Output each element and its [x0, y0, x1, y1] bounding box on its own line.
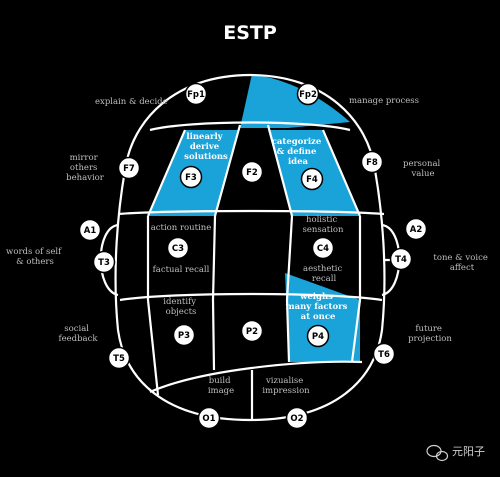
electrode-t6: T6 — [372, 342, 396, 366]
electrode-p4: P4 — [306, 324, 330, 348]
watermark-text: 元阳子 — [452, 445, 485, 458]
electrode-circle — [184, 82, 208, 106]
label-explain-decide: explain & decide — [95, 97, 168, 107]
electrode-label: T3 — [98, 258, 110, 268]
label-factual-recall: factual recall — [153, 265, 210, 275]
label-personal-value: personal value — [403, 159, 443, 179]
electrode-o2: O2 — [285, 406, 309, 430]
electrode-f7: F7 — [117, 156, 141, 180]
electrode-circle — [197, 406, 221, 430]
electrode-pz: P2 — [240, 319, 264, 343]
region-labels: linearly derive solutions categorize & d… — [151, 132, 351, 396]
side-labels: explain & decide manage process mirror o… — [6, 96, 490, 344]
electrode-circle — [296, 82, 320, 106]
label-aesthetic-recall: aesthetic recall — [303, 264, 345, 284]
label-manage-process: manage process — [349, 96, 419, 106]
electrode-label: A1 — [84, 226, 97, 236]
label-f3-region: linearly derive solutions — [184, 132, 228, 162]
electrode-circle — [107, 346, 131, 370]
electrode-label: Fp2 — [299, 90, 317, 100]
diagram-title: ESTP — [223, 22, 277, 44]
electrode-label: C4 — [317, 244, 329, 254]
region-fp2-highlight — [240, 74, 350, 128]
electrode-circle — [240, 160, 264, 184]
label-future-projection: future projection — [408, 324, 452, 344]
label-build-image: build image — [208, 376, 234, 396]
electrode-label: O2 — [290, 414, 303, 424]
label-words-self-others: words of self & others — [6, 247, 64, 267]
electrode-circle — [306, 324, 330, 348]
electrode-label: O1 — [202, 414, 215, 424]
label-p4-region: weighs many factors at once — [286, 292, 351, 322]
electrode-circle — [360, 150, 384, 174]
label-holistic-sensation: holistic sensation — [302, 215, 344, 235]
electrode-t3: T3 — [92, 250, 116, 274]
electrode-t4: T4 — [389, 247, 413, 271]
electrode-a2: A2 — [404, 217, 428, 241]
electrode-label: T6 — [378, 350, 390, 360]
wechat-icon — [426, 444, 449, 462]
electrode-label: T4 — [395, 255, 407, 265]
electrode-label: F8 — [366, 158, 378, 168]
electrode-label: Fp1 — [187, 90, 205, 100]
electrode-label: F4 — [306, 175, 318, 185]
electrode-fz: F2 — [240, 160, 264, 184]
electrode-c3: C3 — [166, 236, 190, 260]
electrode-label: F2 — [246, 168, 258, 178]
electrode-label: P2 — [246, 327, 258, 337]
label-social-feedback: social feedback — [58, 324, 98, 344]
label-mirror-others: mirror others behavior — [66, 153, 105, 183]
electrode-f4: F4 — [300, 167, 324, 191]
electrode-fp1: Fp1 — [184, 82, 208, 106]
electrode-circle — [285, 406, 309, 430]
electrode-f3: F3 — [179, 165, 203, 189]
electrode-t5: T5 — [107, 346, 131, 370]
electrode-label: T5 — [113, 354, 125, 364]
electrode-fp2: Fp2 — [296, 82, 320, 106]
electrode-label: C3 — [172, 244, 184, 254]
electrode-circle — [372, 342, 396, 366]
electrode-circle — [300, 167, 324, 191]
electrode-f8: F8 — [360, 150, 384, 174]
electrode-circle — [404, 217, 428, 241]
electrode-label: P3 — [178, 331, 190, 341]
electrode-circle — [92, 250, 116, 274]
label-action-routine: action routine — [151, 223, 212, 233]
electrode-circle — [78, 218, 102, 242]
electrode-label: F3 — [185, 173, 197, 183]
electrode-o1: O1 — [197, 406, 221, 430]
electrode-circle — [240, 319, 264, 343]
electrode-circle — [117, 156, 141, 180]
label-tone-voice: tone & voice affect — [433, 253, 490, 273]
head-outline — [96, 73, 404, 422]
electrode-circle — [311, 236, 335, 260]
label-vizualise-impression: vizualise impression — [262, 376, 310, 396]
label-identify-objects: identify objects — [163, 297, 198, 317]
electrode-p3: P3 — [172, 323, 196, 347]
electrode-label: P4 — [312, 332, 324, 342]
electrode-label: F7 — [123, 164, 135, 174]
electrode-circle — [179, 165, 203, 189]
watermark: 元阳子 — [426, 444, 485, 462]
label-f4-region: categorize & define idea — [272, 137, 325, 167]
electrode-c4: C4 — [311, 236, 335, 260]
electrode-circle — [166, 236, 190, 260]
electrode-circle — [389, 247, 413, 271]
electrode-a1: A1 — [78, 218, 102, 242]
electrode-label: A2 — [410, 225, 423, 235]
electrode-circle — [172, 323, 196, 347]
